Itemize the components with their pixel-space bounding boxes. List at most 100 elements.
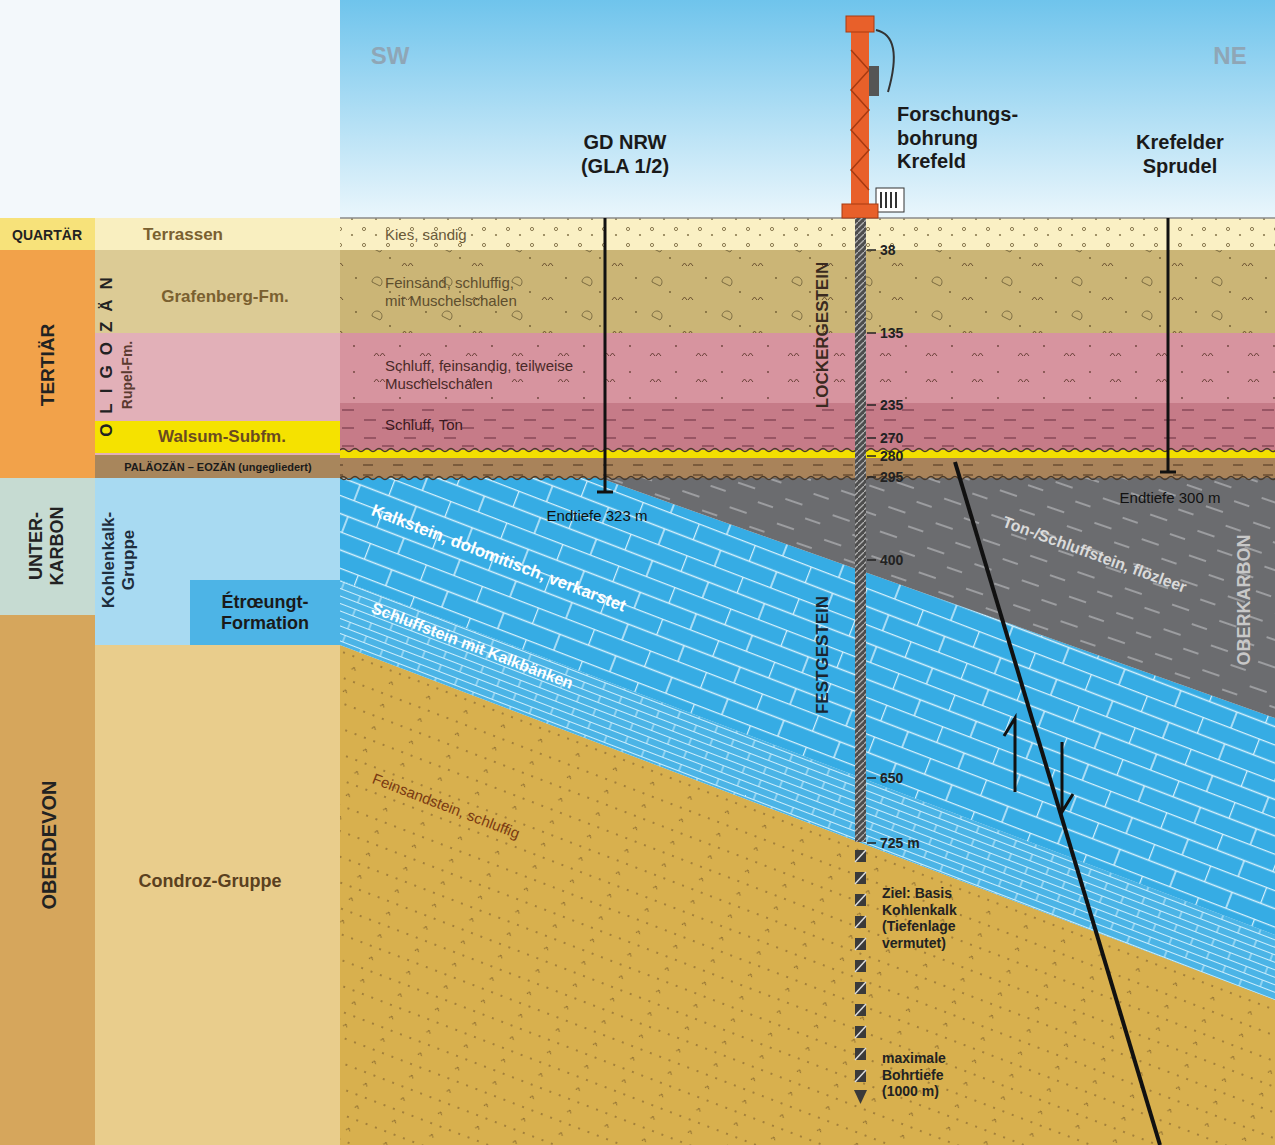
- borehole-segment: [855, 1004, 866, 1016]
- texture: [340, 250, 1275, 333]
- sky: [340, 0, 1275, 218]
- borehole-stripe: [855, 872, 866, 884]
- ground-surface: [340, 217, 1275, 219]
- section-graphic: [851, 50, 869, 190]
- borehole-segment: [855, 1048, 866, 1060]
- borehole-texture: [855, 218, 866, 842]
- borehole-segment: [855, 894, 866, 906]
- unconformity-line: [340, 449, 1275, 452]
- direction-label: NE: [1213, 42, 1246, 70]
- drill-rig: [842, 16, 904, 218]
- borehole-stripe: [855, 894, 866, 906]
- formation-box: Étrœungt- Formation: [190, 580, 340, 645]
- band-label: Terrassen: [143, 225, 223, 245]
- final-depth-label: Endtiefe 323 m: [547, 507, 648, 525]
- borehole: [855, 218, 866, 842]
- direction-label: SW: [371, 42, 410, 70]
- section-graphic: [881, 192, 896, 208]
- final-depth-label: Endtiefe 300 m: [1120, 489, 1221, 507]
- texture: [600, 478, 1275, 718]
- lithology-label: Schluff, Ton: [385, 416, 463, 434]
- texture: [340, 478, 1275, 935]
- target-note: Ziel: Basis Kohlenkalk (Tiefenlage vermu…: [882, 885, 957, 951]
- borehole-stripe: [855, 1004, 866, 1016]
- well-end: [1160, 471, 1176, 474]
- depth-tick: [867, 777, 876, 779]
- group-band: Condroz-Gruppe: [95, 645, 340, 1145]
- fault-arrow: [1062, 742, 1073, 812]
- layer-rupel-upper: [340, 333, 1275, 403]
- series-band: PALÄOZÄN – EOZÄN (ungegliedert): [95, 455, 340, 478]
- borehole-segment: [855, 938, 866, 950]
- borehole-segment: [855, 872, 866, 884]
- borehole-segment: [855, 960, 866, 972]
- layer-kohlenkalk: [340, 478, 1275, 935]
- depth-ticks: [867, 250, 876, 843]
- depth-tick: [867, 476, 876, 478]
- layer-rupel-lower: [340, 403, 1275, 450]
- borehole-segment: [855, 916, 866, 928]
- depth-label: 650: [880, 770, 903, 787]
- band-label: Walsum-Subfm.: [158, 427, 286, 447]
- formation-band: Grafenberg-Fm.: [95, 250, 340, 333]
- texture: [340, 218, 1275, 250]
- band-label: TERTIÄR: [37, 324, 59, 406]
- depth-note: maximale Bohrtiefe (1000 m): [882, 1050, 960, 1100]
- borehole-stripe: [855, 1048, 866, 1060]
- layer-kies: [340, 218, 1275, 250]
- well-sprudel: [1167, 218, 1170, 472]
- band-label: OBERDEVON: [38, 781, 62, 910]
- borehole-segment: [855, 1070, 866, 1082]
- band-label: Condroz-Gruppe: [139, 871, 282, 892]
- band-label: UNTER- KARBON: [26, 507, 68, 586]
- depth-tick: [867, 249, 876, 251]
- layer-palaeozaen: [340, 458, 1275, 480]
- depth-tick: [867, 332, 876, 334]
- texture: [340, 458, 1275, 480]
- borehole-stripe: [855, 960, 866, 972]
- depth-tick: [867, 404, 876, 406]
- unit-label: OBERKARBON: [1234, 534, 1255, 665]
- period-band: UNTER- KARBON: [0, 478, 95, 615]
- well-name: Krefelder Sprudel: [1123, 131, 1238, 178]
- layer-grafenberg: [340, 250, 1275, 333]
- rock-class-label: FESTGESTEIN: [813, 596, 833, 714]
- section-graphic: [842, 204, 878, 218]
- well-name: GD NRW (GLA 1/2): [565, 131, 685, 178]
- band-label: Kohlenkalk- Gruppe: [99, 512, 139, 608]
- epoch-label: OLIGOZÄN: [97, 267, 117, 437]
- band-label: Rupel-Fm.: [119, 341, 136, 409]
- subformation-band: Walsum-Subfm.: [95, 421, 340, 453]
- formation-band: Terrassen: [95, 218, 340, 250]
- section-graphic: [851, 30, 869, 210]
- depth-tick: [867, 437, 876, 439]
- depth-tick: [867, 559, 876, 561]
- borehole-stripe: [855, 982, 866, 994]
- depth-label: 135: [880, 325, 903, 342]
- period-band: TERTIÄR: [0, 250, 95, 478]
- well-end: [597, 491, 613, 494]
- borehole-stripe: [855, 850, 866, 862]
- unconformity-line: [340, 477, 1275, 480]
- header-ground: [0, 0, 340, 218]
- borehole-tip: [854, 1090, 867, 1104]
- well-gla: [604, 218, 607, 492]
- layer-oberkarbon: [600, 478, 1275, 718]
- section-graphic: [869, 66, 879, 96]
- depth-label: 725 m: [880, 835, 920, 852]
- texture: [340, 333, 1275, 403]
- lithology-label: Kies, sandig: [385, 226, 467, 244]
- period-band: QUARTÄR: [0, 218, 95, 250]
- planned-borehole: [854, 850, 867, 1104]
- band-label: Grafenberg-Fm.: [161, 287, 289, 307]
- borehole-stripe: [855, 916, 866, 928]
- borehole-segment: [855, 982, 866, 994]
- band-label: PALÄOZÄN – EOZÄN (ungegliedert): [124, 461, 311, 474]
- lithology-label: Feinsand, schluffig, mit Muschelschalen: [385, 274, 535, 309]
- lithology-label: Schluff, feinsandig, teilweise Muschelsc…: [385, 357, 575, 392]
- borehole-stripe: [855, 938, 866, 950]
- depth-label: 235: [880, 397, 903, 414]
- band-label: Étrœungt- Formation: [200, 592, 330, 634]
- depth-label: 295: [880, 469, 903, 486]
